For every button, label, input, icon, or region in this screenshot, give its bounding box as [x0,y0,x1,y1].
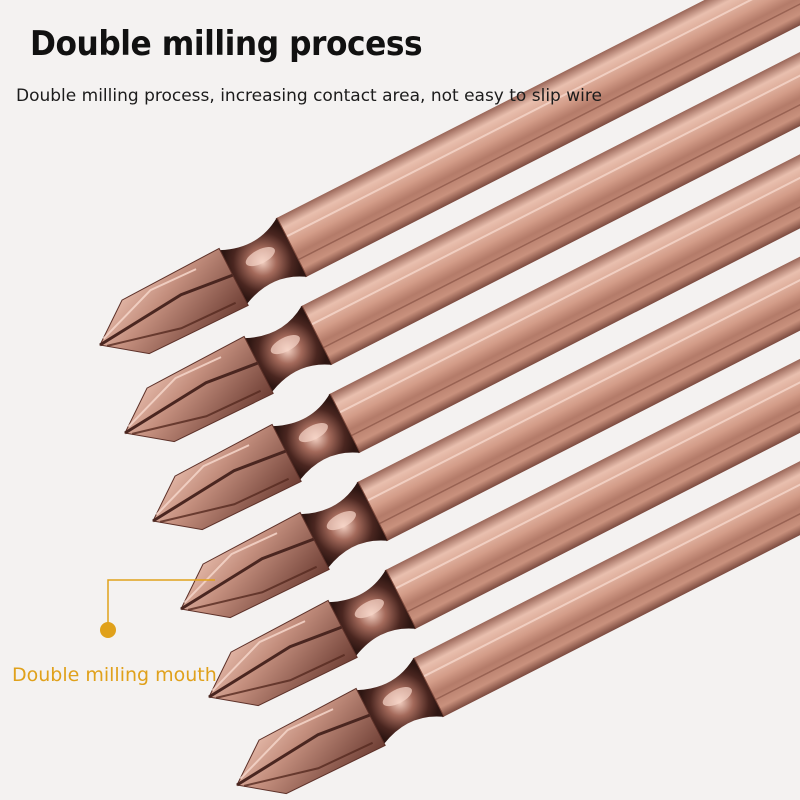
screwdriver-bit [99,0,800,355]
page-title: Double milling process [30,24,423,64]
bit-group [99,0,800,795]
callout-label: Double milling mouth [12,664,217,686]
page-subtitle: Double milling process, increasing conta… [16,86,602,106]
screwdriver-bit [124,0,800,443]
callout-pointer [100,579,215,638]
screwdriver-bit [180,118,800,619]
screwdriver-bit [236,294,800,795]
screwdriver-bit [208,206,800,707]
screwdriver-bit [152,30,800,531]
callout-dot [100,622,116,638]
